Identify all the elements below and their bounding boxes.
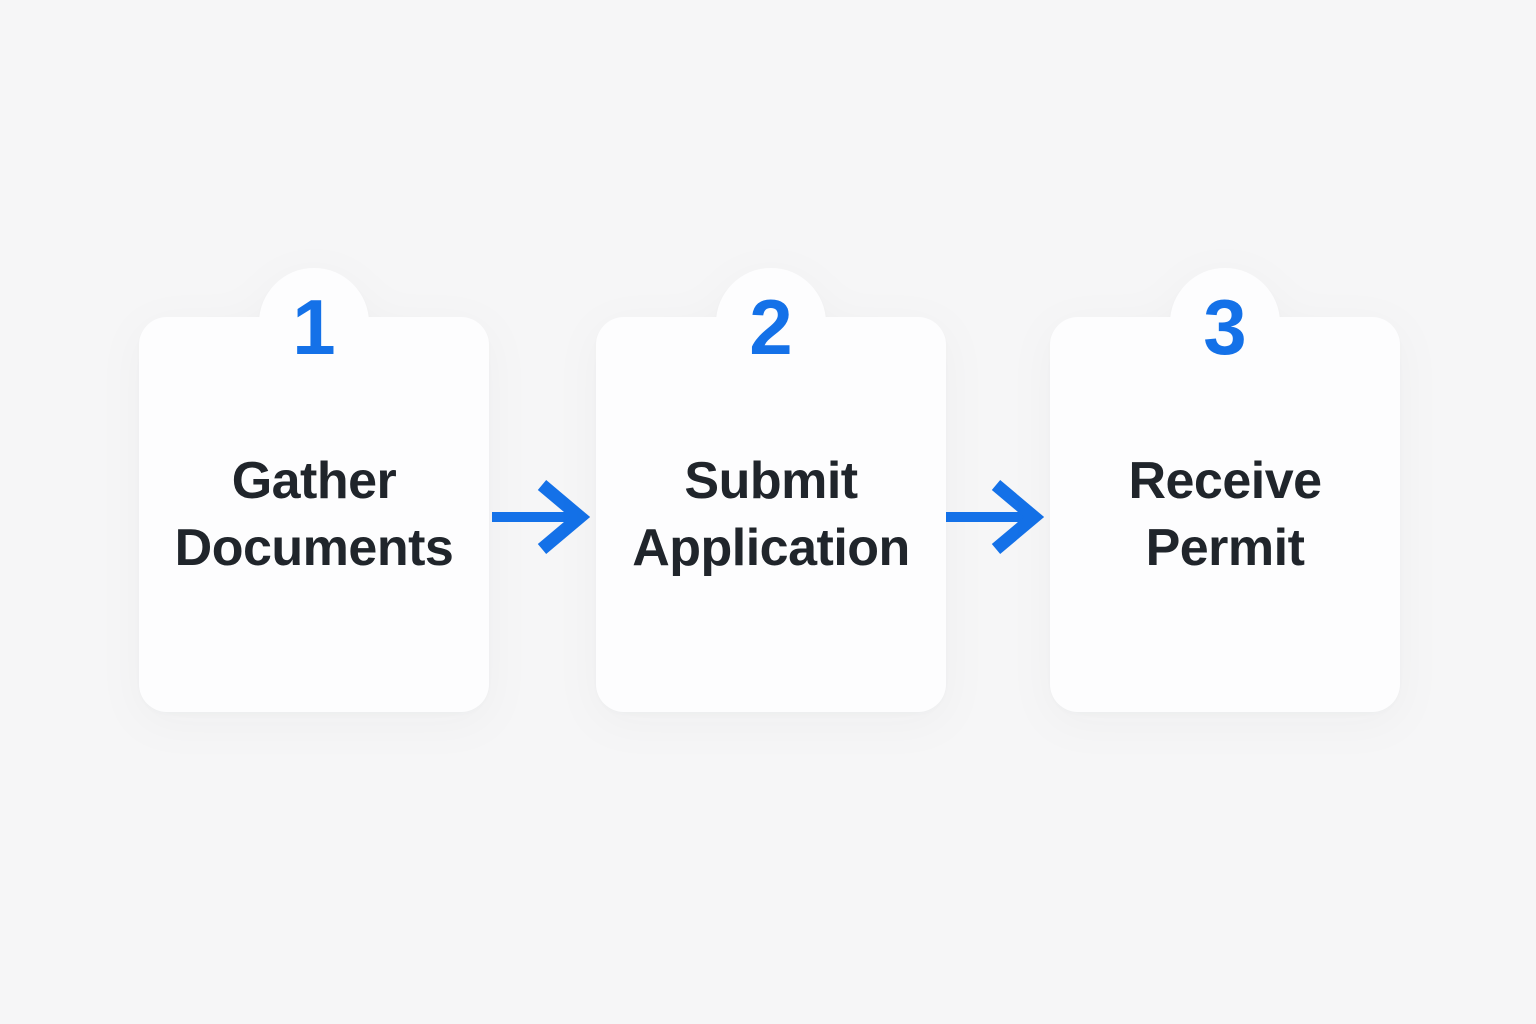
step-card-1: 1 Gather Documents	[139, 268, 489, 712]
step-card-2: 2 Submit Application	[596, 268, 946, 712]
step-2-card-body	[596, 317, 946, 712]
step-3-card-body	[1050, 317, 1400, 712]
step-3-number: 3	[1203, 282, 1247, 371]
step-3-label: Receive Permit	[1128, 451, 1322, 577]
step-1-card-body	[139, 317, 489, 712]
step-card-3: 3 Receive Permit	[1050, 268, 1400, 712]
arrow-right-icon	[490, 479, 590, 555]
step-2-number: 2	[749, 282, 793, 371]
step-1-number: 1	[292, 282, 336, 371]
step-2-label: Submit Application	[632, 451, 910, 577]
arrow-right-icon	[944, 479, 1044, 555]
step-1-label: Gather Documents	[174, 451, 454, 577]
